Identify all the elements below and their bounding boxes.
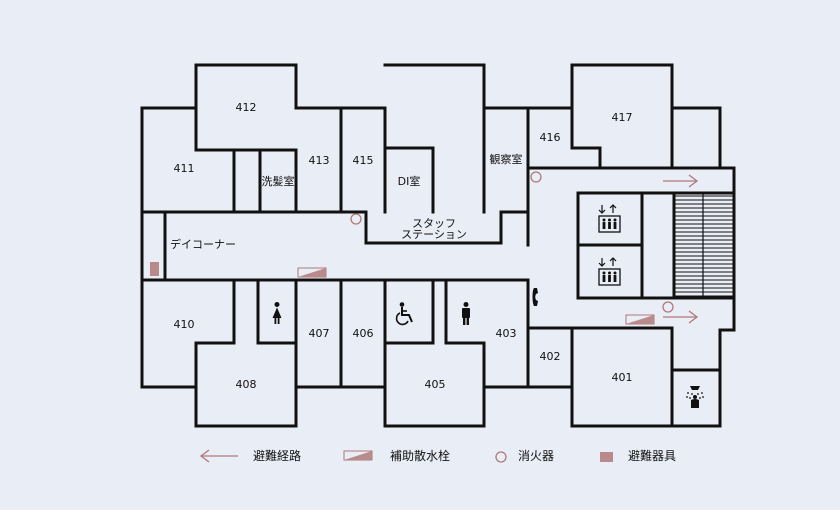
legend-evacuation-route: 避難経路 [253, 448, 301, 463]
room-403-label: 403 [496, 327, 517, 340]
staff-station-label-1: スタッフ [412, 217, 456, 230]
room-415-label: 415 [353, 154, 374, 167]
legend-auxiliary-hydrant: 補助散水栓 [390, 448, 450, 463]
washroom-label: 洗髪室 [262, 174, 295, 188]
male-toilet-icon [462, 302, 470, 325]
di-room-wall [383, 146, 435, 214]
female-toilet-icon [272, 302, 282, 324]
room-408-wall [194, 341, 298, 428]
room-412-wall [194, 63, 298, 110]
staff-station-counter [364, 210, 503, 245]
room-411-label: 411 [174, 162, 195, 175]
room-413-label: 413 [309, 154, 330, 167]
evacuation-equipment-icon [600, 452, 613, 462]
arrow-left-icon [199, 449, 238, 463]
shower-icon [686, 386, 704, 408]
washroom-wall [258, 148, 298, 214]
staff-station-label-2: ステーション [401, 228, 467, 241]
room-417-east-wall [670, 106, 722, 170]
room-402-label: 402 [540, 350, 561, 363]
fire-extinguisher-icon [530, 171, 542, 183]
arrow-right-icon [663, 310, 699, 324]
stair-block [640, 191, 676, 300]
fire-extinguisher-icon [350, 213, 362, 225]
elevator-icon [598, 257, 621, 286]
room-411-wall [140, 106, 236, 214]
accessible-toilet-wall [383, 278, 435, 345]
fire-hydrant-icon [625, 314, 655, 325]
room-416-wall [526, 106, 602, 170]
female-toilet-wall [256, 278, 298, 345]
fire-extinguisher-icon [495, 451, 507, 463]
corridor-east-wall [526, 166, 736, 332]
room-401-label: 401 [612, 371, 633, 384]
shower-room-wall [670, 368, 722, 428]
room-412-lower-wall [232, 148, 262, 214]
room-416-label: 416 [540, 131, 561, 144]
legend: 避難経路 補助散水栓 消火器 避難器具 [199, 448, 676, 463]
legend-fire-extinguisher: 消火器 [518, 449, 554, 463]
phone-icon [532, 288, 538, 306]
room-406-label: 406 [353, 327, 374, 340]
fire-extinguisher-icon [662, 301, 674, 313]
evacuation-equipment-icon [150, 262, 159, 276]
room-410-label: 410 [174, 318, 195, 331]
room-labels: 412 411 洗髪室 413 415 DI室 観察室 416 417 スタッフ… [170, 101, 633, 391]
arrow-right-icon [663, 174, 699, 188]
room-412-label: 412 [236, 101, 257, 114]
room-402-wall [526, 326, 574, 389]
south-east-wall [718, 328, 734, 372]
di-room-label: DI室 [398, 174, 421, 188]
elevator-icon [598, 204, 621, 233]
room-405-label: 405 [425, 378, 446, 391]
room-408-label: 408 [236, 378, 257, 391]
day-corner-label: デイコーナー [170, 237, 236, 251]
wheelchair-icon [395, 302, 413, 326]
legend-evacuation-equipment: 避難器具 [628, 448, 676, 463]
room-417-label: 417 [612, 111, 633, 124]
walls [140, 63, 736, 428]
male-toilet-wall [444, 278, 486, 345]
room-415-wall [339, 106, 387, 214]
observation-room-label: 観察室 [490, 152, 523, 166]
corridor-north-wall-2 [499, 210, 530, 247]
station-wall [383, 63, 486, 214]
room-407-label: 407 [309, 327, 330, 340]
fire-hydrant-icon [297, 267, 327, 278]
room-417-wall [570, 63, 674, 170]
room-410-wall [140, 278, 236, 389]
stairs-icon [675, 193, 733, 298]
fire-hydrant-icon [343, 450, 373, 461]
